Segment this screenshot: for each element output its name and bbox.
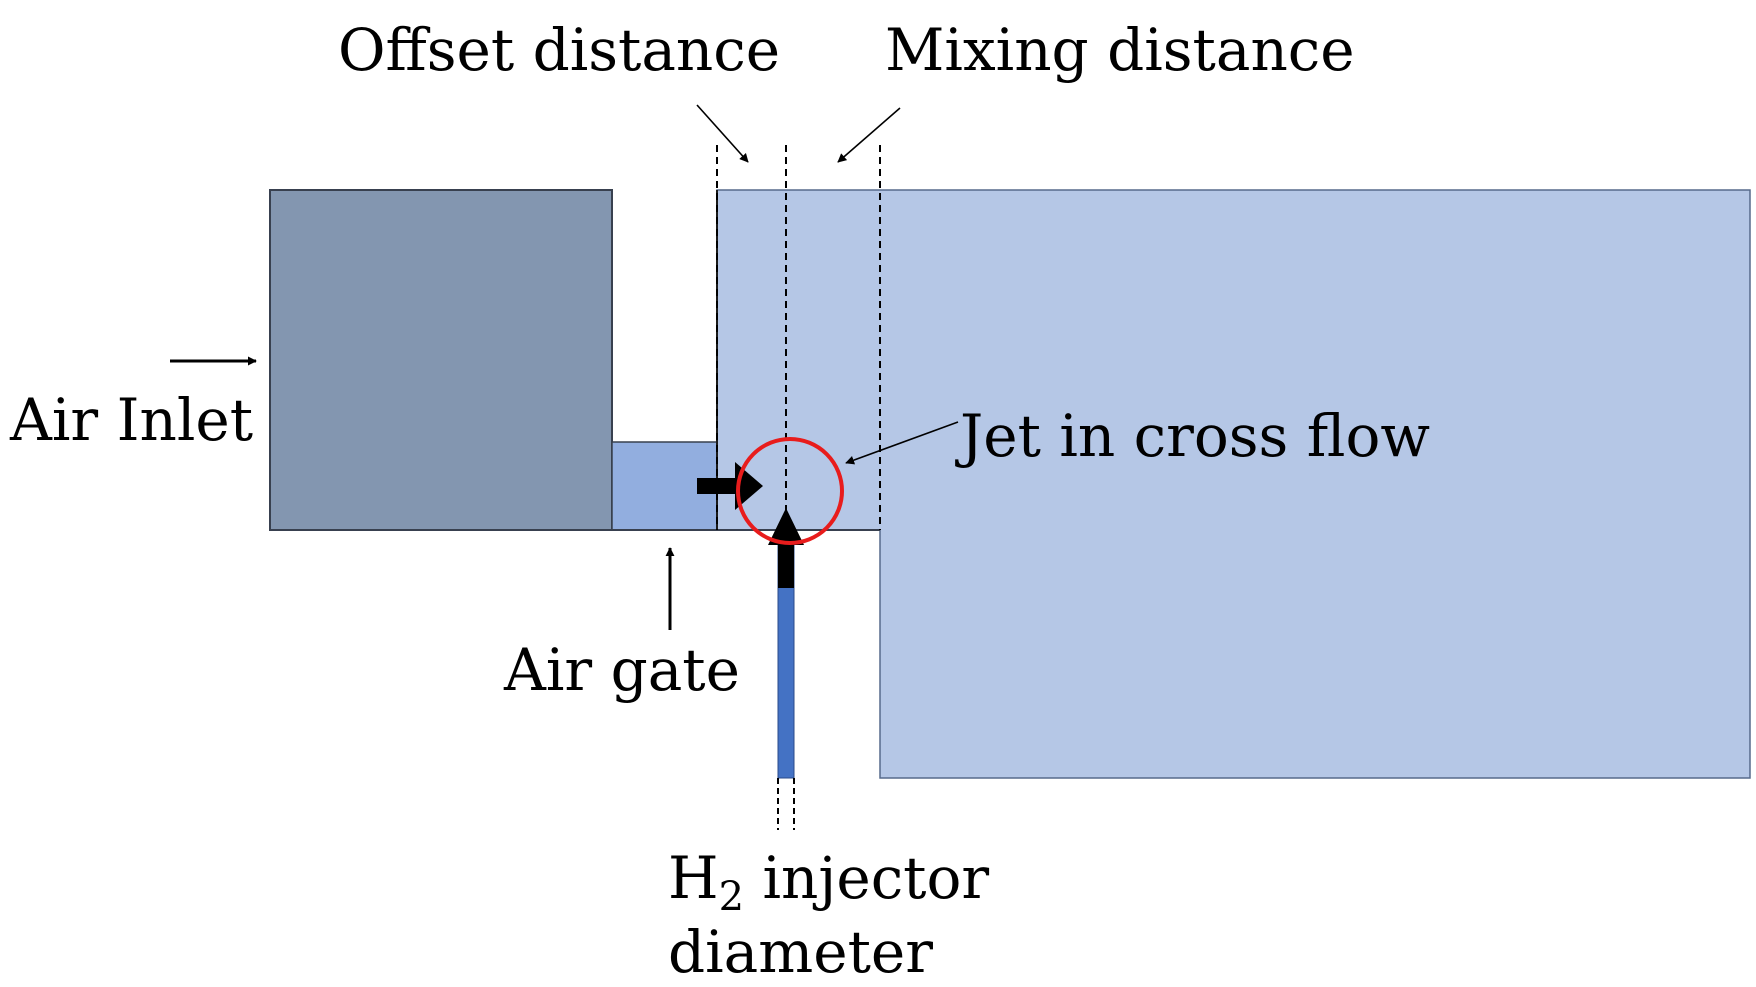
air-inlet-label: Air Inlet [9, 386, 253, 454]
mixing-distance-pointer [837, 107, 901, 163]
jet-in-cross-flow-pointer [845, 421, 959, 465]
offset-distance-label: Offset distance [338, 16, 780, 84]
h2-jet-arrow [768, 508, 804, 588]
air-inlet-block [269, 189, 613, 531]
injector-diameter-label: diameter [668, 918, 933, 986]
cross-flow-arrow [697, 462, 763, 510]
air-gate-label: Air gate [503, 636, 740, 704]
main-chamber [716, 189, 1751, 779]
offset-distance-pointer [696, 104, 749, 163]
h2-subscript: 2 [719, 874, 744, 920]
mixing-distance-label: Mixing distance [885, 16, 1355, 84]
injector-word: injector [744, 844, 989, 912]
jet-highlight-circle [736, 437, 844, 545]
h2-injector-label: H2 injector [668, 844, 989, 920]
jet-in-cross-flow-label: Jet in cross flow [955, 402, 1430, 470]
h2-symbol: H [668, 844, 719, 912]
